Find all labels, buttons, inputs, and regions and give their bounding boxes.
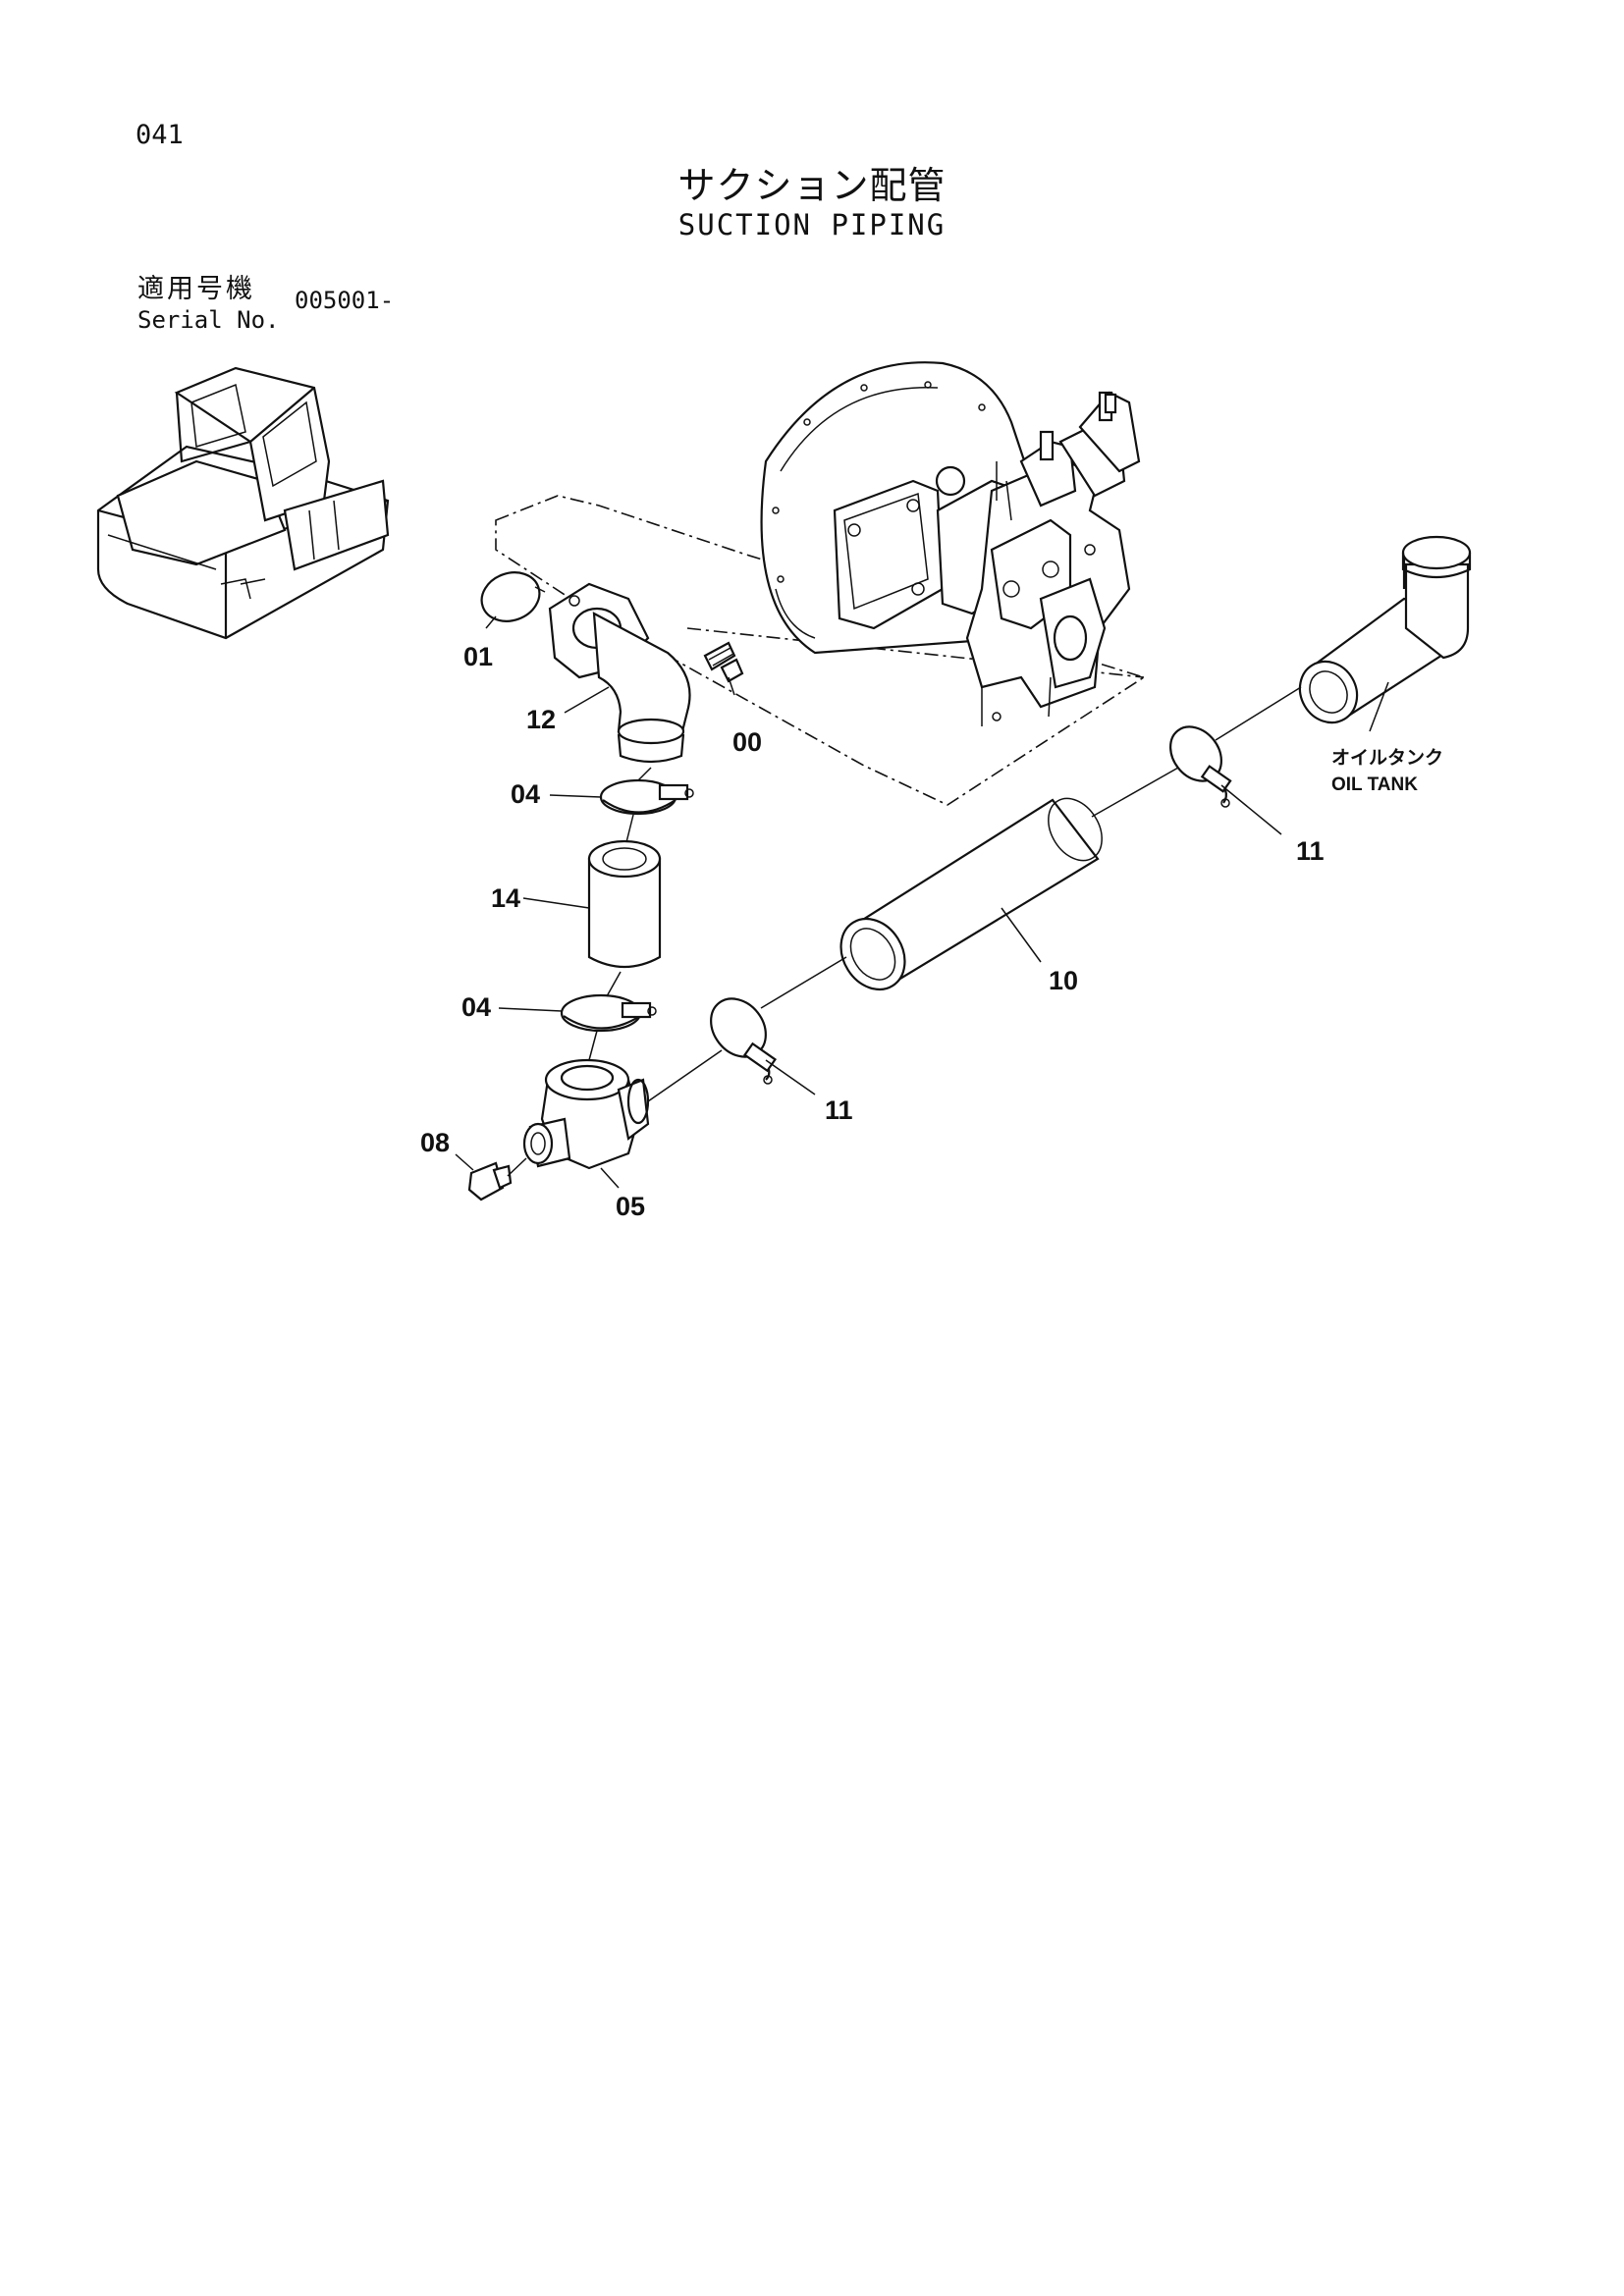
flow-line-clamp-to-tee — [588, 1030, 598, 1061]
leader-line-14 — [522, 897, 590, 909]
leader-line-04-lower — [498, 1007, 563, 1012]
serial-number-value: 005001- — [295, 287, 395, 314]
bolt-part-00 — [703, 641, 744, 683]
leader-line-01 — [485, 615, 497, 629]
suction-hose-part-14 — [587, 839, 662, 968]
leader-line-11-upper — [1220, 784, 1282, 835]
leader-line-04-upper — [549, 794, 602, 798]
clamp-part-11-lower — [710, 997, 778, 1085]
suction-pipe-part-10 — [839, 797, 1103, 991]
hydraulic-pump-assembly — [760, 361, 1141, 726]
oil-tank-label-japanese: オイルタンク — [1331, 747, 1443, 769]
pump-assembly-outline — [495, 495, 1146, 806]
oil-tank-label-english: OIL TANK — [1331, 774, 1418, 795]
hose-clamp-part-04-lower — [560, 993, 657, 1033]
clamp-part-11-upper — [1169, 725, 1232, 808]
callout-04-lower: 04 — [461, 992, 491, 1022]
flow-line-plug-to-tee — [507, 1157, 527, 1177]
flow-line-clamp-to-pipe — [760, 956, 847, 1009]
plug-part-08 — [467, 1161, 513, 1201]
flow-line-clamp-to-hose — [625, 814, 634, 843]
excavator-thumbnail-icon — [96, 366, 390, 640]
page-title-english: SUCTION PIPING — [677, 208, 947, 241]
page-number: 041 — [135, 120, 184, 150]
flow-line-oring-to-pump — [534, 586, 546, 593]
oil-tank-suction-port — [1298, 535, 1472, 724]
suction-flange-elbow-part-12 — [548, 582, 691, 764]
callout-14: 14 — [491, 883, 520, 913]
leader-line-00 — [728, 676, 735, 696]
leader-line-05 — [600, 1167, 620, 1189]
callout-01: 01 — [463, 642, 493, 671]
flow-line-pipe-to-clamp — [1091, 767, 1179, 818]
callout-10: 10 — [1049, 966, 1078, 995]
callout-11-upper: 11 — [1296, 836, 1325, 866]
page-title-japanese: サクション配管 — [677, 164, 947, 207]
leader-line-12 — [564, 686, 610, 714]
callout-08: 08 — [420, 1128, 450, 1157]
callout-11-lower: 11 — [825, 1095, 853, 1125]
callout-00: 00 — [732, 727, 762, 757]
hose-clamp-part-04-upper — [599, 778, 694, 816]
flow-line-clamp-to-tank — [1215, 686, 1302, 741]
flow-line-tee-to-clamp — [647, 1049, 723, 1102]
callout-05: 05 — [616, 1192, 645, 1221]
callout-04-upper: 04 — [511, 779, 540, 809]
leader-line-11-lower — [765, 1059, 816, 1095]
serial-label-japanese: 適用号機 — [137, 274, 255, 304]
flow-line-elbow-to-clamp — [637, 767, 652, 781]
tee-fitting-part-05 — [522, 1058, 650, 1170]
flow-line-hose-to-clamp — [606, 971, 622, 997]
serial-label-english: Serial No. — [137, 306, 280, 334]
o-ring-part-01 — [480, 571, 541, 622]
leader-line-oil-tank — [1369, 681, 1389, 732]
callout-12: 12 — [526, 705, 556, 734]
leader-line-10 — [1001, 907, 1042, 963]
leader-line-08 — [455, 1153, 474, 1171]
